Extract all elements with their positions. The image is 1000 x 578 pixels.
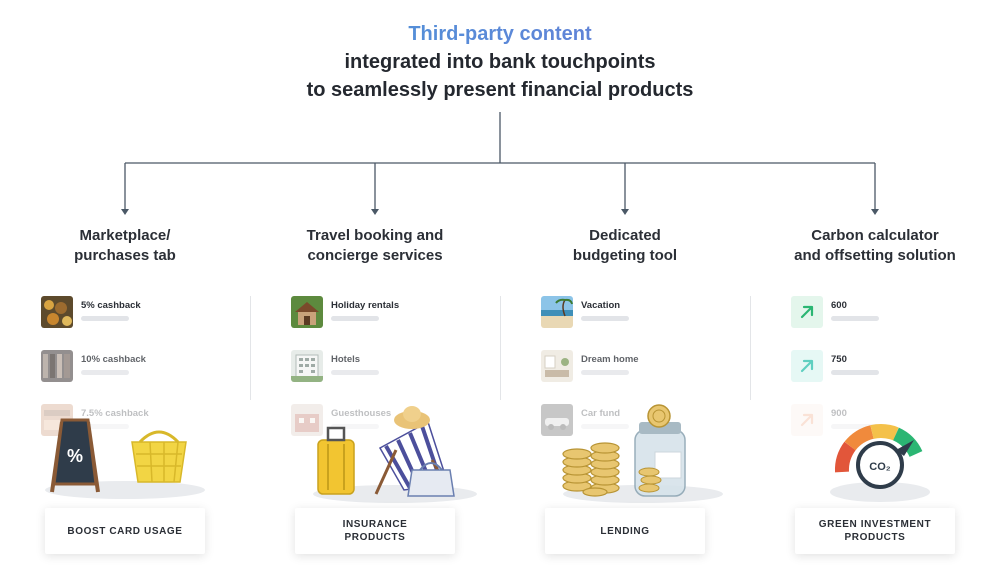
placeholder-bar — [81, 424, 129, 429]
list-item-label: 900 — [831, 408, 847, 419]
arrow-up-right-icon — [791, 296, 823, 328]
list-item[interactable]: 7.5% cashback — [41, 404, 201, 440]
placeholder-bar — [581, 370, 629, 375]
product-card-boost-card-usage[interactable]: BOOST CARD USAGE — [45, 508, 205, 554]
suitcase-beach-chair-illustration — [313, 406, 477, 503]
placeholder-bar — [831, 370, 879, 375]
list-item-label: Hotels — [331, 354, 361, 365]
list-item-label: Guesthouses — [331, 408, 392, 419]
savings-jar-icon — [634, 422, 686, 497]
beach-bag-icon — [407, 462, 455, 497]
list-item-label: Dream home — [581, 354, 639, 365]
product-card-lending[interactable]: LENDING — [545, 508, 705, 554]
list-item-label: 7.5% cashback — [81, 408, 149, 419]
placeholder-bar — [581, 316, 629, 321]
product-card-green-investment-products[interactable]: GREEN INVESTMENT PRODUCTS — [795, 508, 955, 554]
svg-text:%: % — [67, 446, 83, 466]
sun-hat-icon — [394, 406, 430, 429]
list-item[interactable]: Holiday rentals — [291, 296, 451, 332]
list-item-label: 5% cashback — [81, 300, 141, 311]
arrow-head-2 — [371, 209, 379, 215]
gauge-label: CO₂ — [869, 461, 891, 473]
header-line-2: to seamlessly present financial products — [306, 79, 694, 101]
arrow-up-right-icon — [791, 404, 823, 436]
column-divider — [250, 296, 251, 400]
placeholder-bar — [831, 316, 879, 321]
list-item-label: Car fund — [581, 408, 621, 419]
placeholder-bar — [331, 370, 379, 375]
clothes-photo-icon — [41, 350, 73, 382]
house-photo-icon — [291, 296, 323, 328]
arrow-head-4 — [871, 209, 879, 215]
column-title-travel: Travel booking and concierge services — [306, 227, 444, 264]
arrow-head-3 — [621, 209, 629, 215]
list-item[interactable]: Guesthouses — [291, 404, 451, 440]
percent-sign-icon: % — [50, 418, 100, 493]
placeholder-bar — [81, 370, 129, 375]
list-item-label: 10% cashback — [81, 354, 146, 365]
list-item[interactable]: 600 — [791, 296, 951, 332]
list-item[interactable]: 750 — [791, 350, 951, 386]
diagram-header: Third-party content integrated into bank… — [0, 20, 1000, 104]
co2-gauge-illustration: CO₂ — [830, 424, 930, 502]
shopping-basket-icon — [131, 430, 187, 483]
list-item[interactable]: 5% cashback — [41, 296, 201, 332]
header-accent: Third-party content — [0, 20, 1000, 48]
list-item[interactable]: Dream home — [541, 350, 701, 386]
list-item-label: Vacation — [581, 300, 621, 311]
beach-photo-icon — [541, 296, 573, 328]
placeholder-bar — [331, 316, 379, 321]
guesthouse-photo-icon — [291, 404, 323, 436]
list-item[interactable]: 10% cashback — [41, 350, 201, 386]
coin-stack-icon — [562, 442, 620, 497]
column-divider — [750, 296, 751, 400]
arrow-head-1 — [121, 209, 129, 215]
column-divider — [500, 296, 501, 400]
column-title-marketplace: Marketplace/ purchases tab — [74, 227, 176, 264]
market-photo-icon — [41, 296, 73, 328]
placeholder-bar — [331, 424, 379, 429]
arrow-up-right-icon — [791, 350, 823, 382]
placeholder-bar — [81, 316, 129, 321]
gauge-icon — [834, 424, 923, 473]
hotel-photo-icon — [291, 350, 323, 382]
co2-dial — [856, 441, 904, 489]
car-photo-icon — [541, 404, 573, 436]
column-title-carbon: Carbon calculator and offsetting solutio… — [794, 227, 956, 264]
coin-jar-illustration — [562, 404, 723, 503]
placeholder-bar — [581, 424, 629, 429]
list-item[interactable]: Car fund — [541, 404, 701, 440]
gauge-needle — [896, 440, 914, 456]
list-item-label: Holiday rentals — [331, 300, 400, 311]
list-item[interactable]: Vacation — [541, 296, 701, 332]
column-title-budgeting: Dedicated budgeting tool — [572, 227, 678, 264]
list-item-label: 750 — [831, 354, 847, 365]
list-item-label: 600 — [831, 300, 847, 311]
header-line-1: integrated into bank touchpoints — [344, 51, 656, 73]
discount-sign-basket-illustration: % — [45, 418, 205, 499]
interior-photo-icon — [541, 350, 573, 382]
list-item[interactable]: 900 — [791, 404, 951, 440]
suitcase-icon — [317, 426, 355, 495]
list-item[interactable]: Hotels — [291, 350, 451, 386]
falling-coin-icon — [647, 404, 671, 428]
product-card-insurance-products[interactable]: INSURANCE PRODUCTS — [295, 508, 455, 554]
placeholder-bar — [831, 424, 879, 429]
